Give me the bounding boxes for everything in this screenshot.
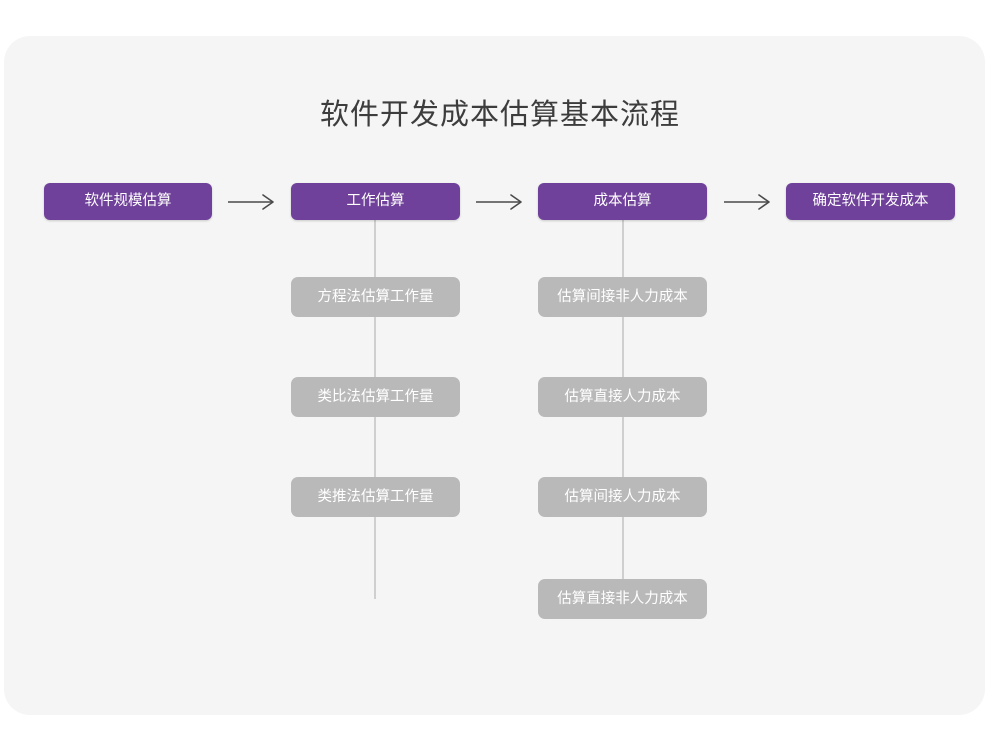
stage-node-3[interactable]: 成本估算 [538, 183, 707, 220]
page-title: 软件开发成本估算基本流程 [319, 99, 680, 131]
arrow-stage1-stage2-icon [228, 192, 278, 212]
substep-node-3-2[interactable]: 估算直接人力成本 [538, 377, 707, 417]
substep-node-2-3[interactable]: 类推法估算工作量 [291, 477, 460, 517]
stage-node-2[interactable]: 工作估算 [291, 183, 460, 220]
substep-node-2-2[interactable]: 类比法估算工作量 [291, 377, 460, 417]
arrow-stage2-stage3-icon [476, 192, 526, 212]
diagram-card [4, 36, 985, 715]
stage-node-4[interactable]: 确定软件开发成本 [786, 183, 955, 220]
substep-node-2-1[interactable]: 方程法估算工作量 [291, 277, 460, 317]
substep-node-3-1[interactable]: 估算间接非人力成本 [538, 277, 707, 317]
arrow-stage3-stage4-icon [724, 192, 774, 212]
substep-node-3-3[interactable]: 估算间接人力成本 [538, 477, 707, 517]
stage-node-1[interactable]: 软件规模估算 [44, 183, 212, 220]
substep-node-3-4[interactable]: 估算直接非人力成本 [538, 579, 707, 619]
